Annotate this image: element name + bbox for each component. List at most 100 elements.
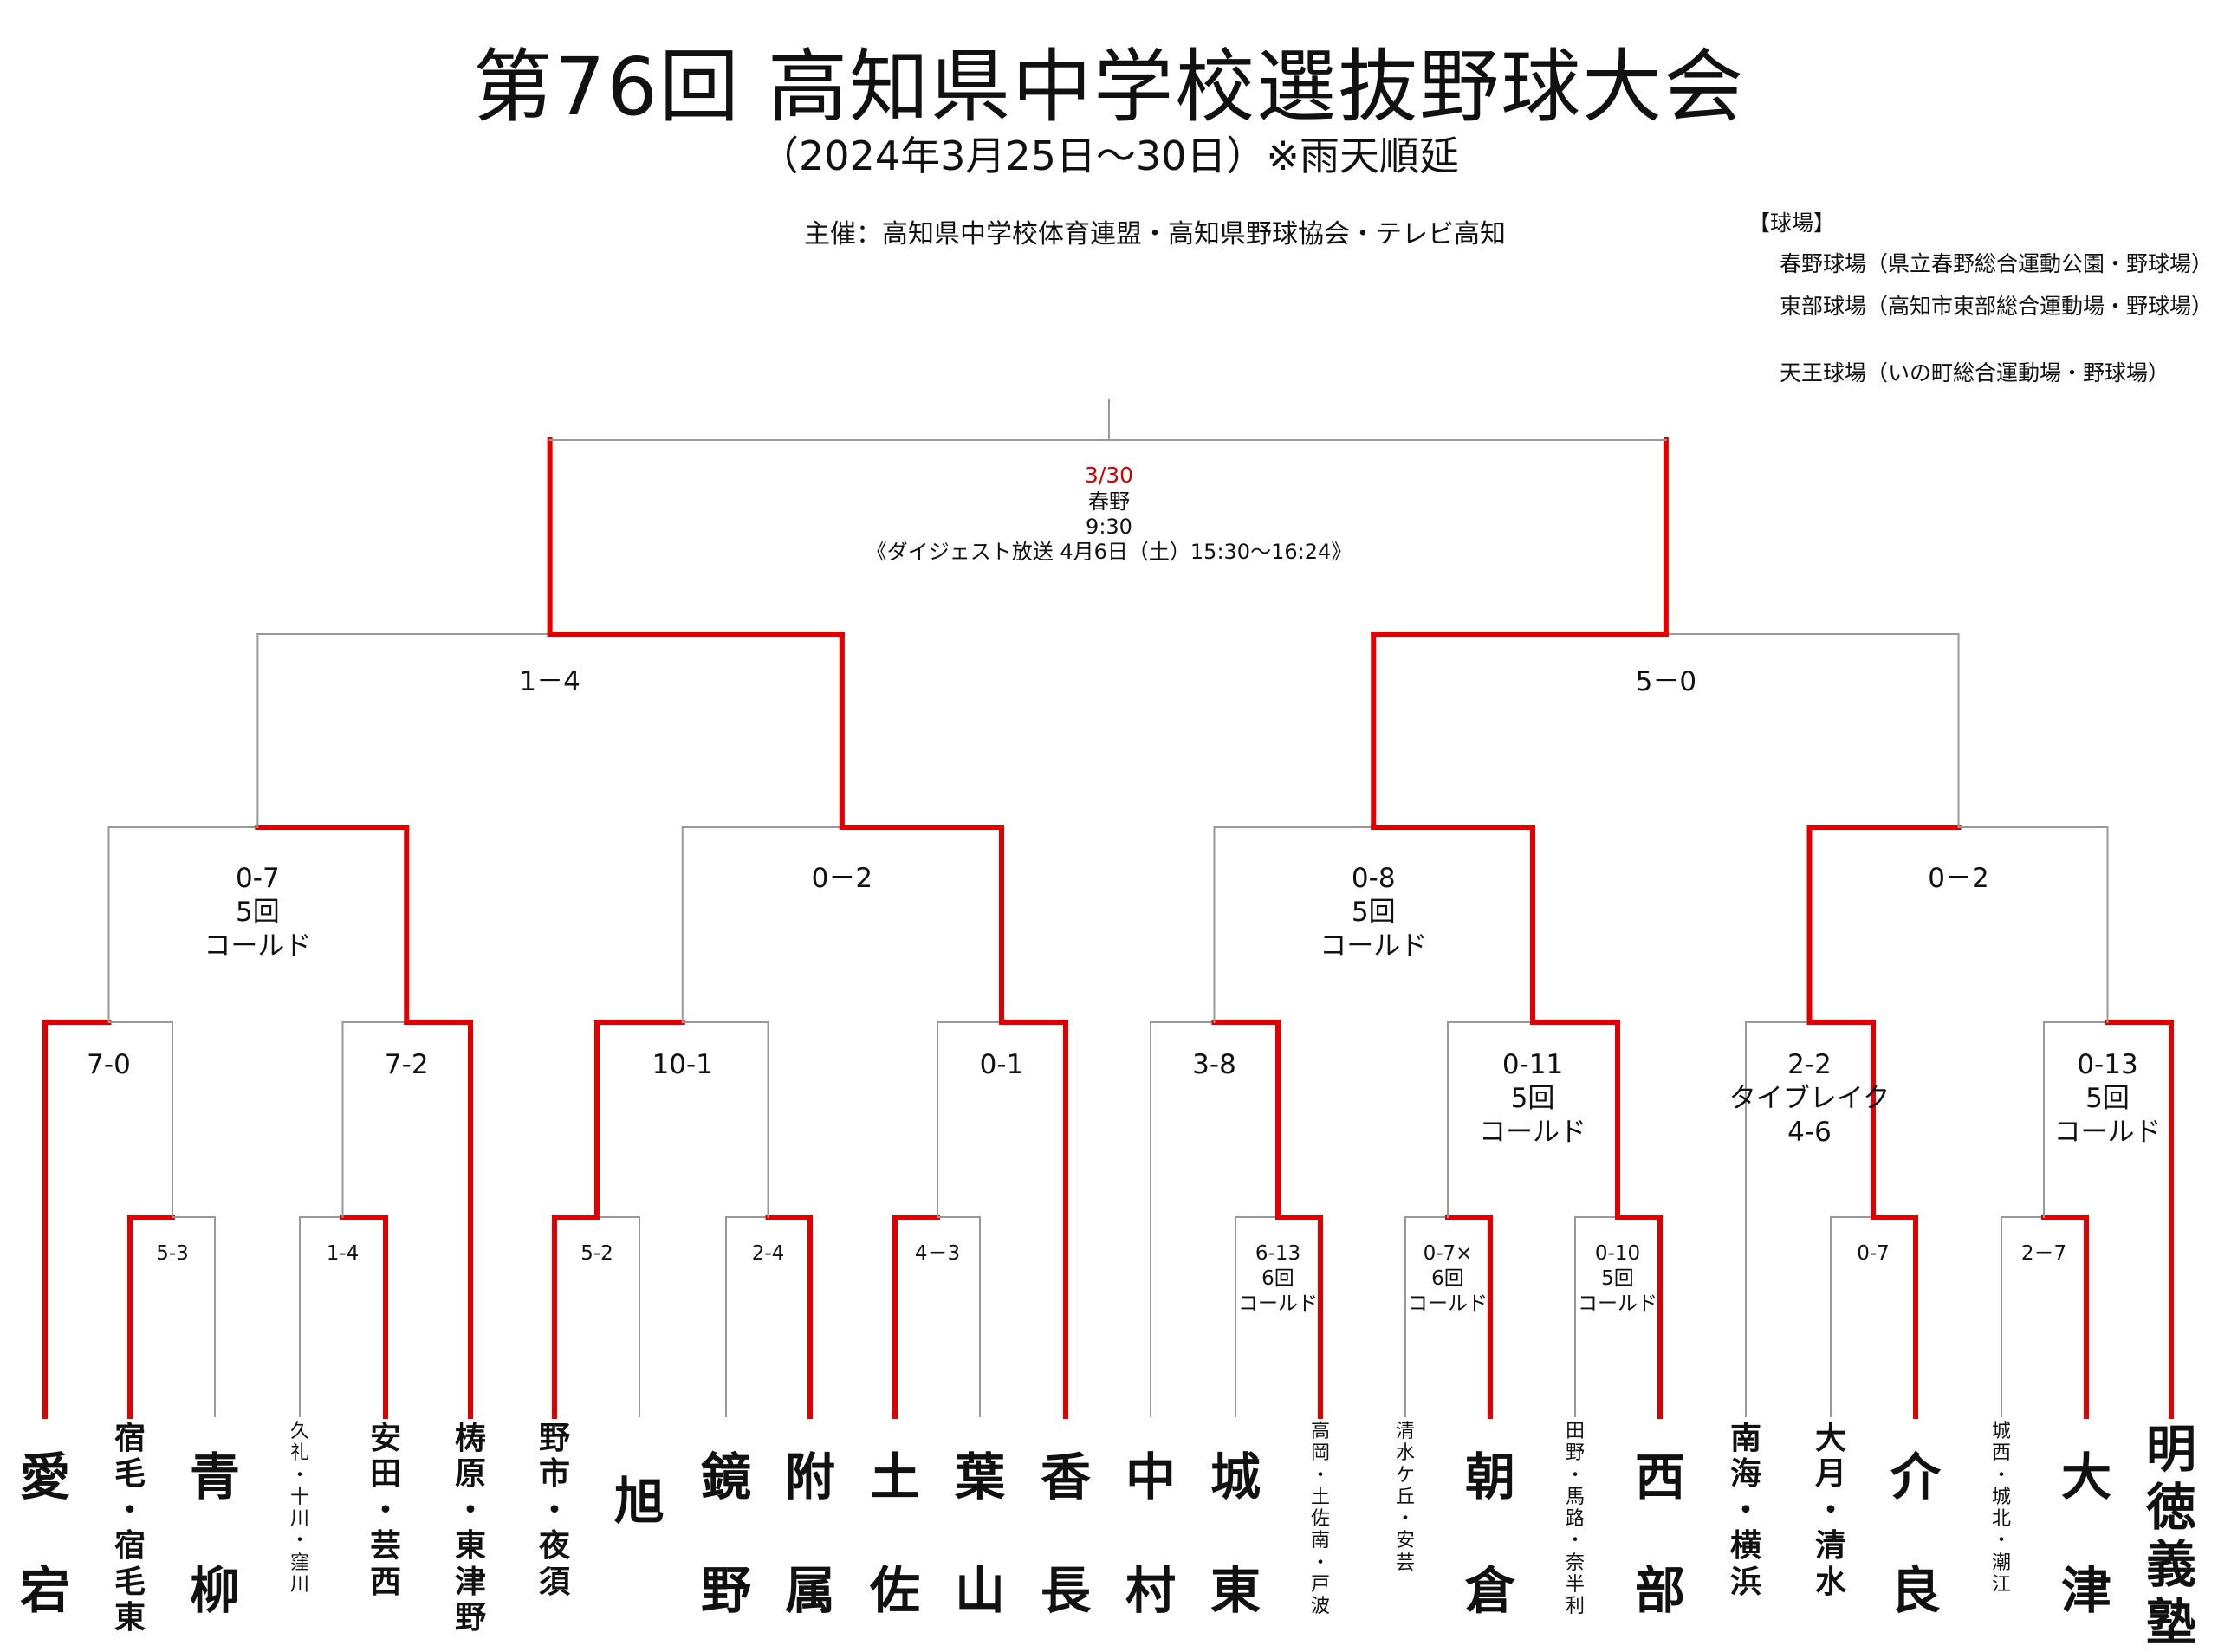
team-name: 安田・芸西 xyxy=(369,1421,402,1600)
r1-score-7-line: コールド xyxy=(1578,1292,1657,1315)
r1-score-5-line: 6回 xyxy=(1261,1267,1294,1290)
r2-score-7-line: 0-13 xyxy=(2077,1049,2138,1080)
r1-score-4-line: 4－3 xyxy=(914,1242,961,1265)
team-name: 愛宕 xyxy=(19,1448,71,1620)
team-name: 附属 xyxy=(784,1448,836,1620)
r1-score-7-line: 0-10 xyxy=(1594,1242,1641,1265)
team-name: 宿毛・宿毛東 xyxy=(113,1421,146,1636)
final-match-info: 3/30 春野 9:30 《ダイジェスト放送 4月6日（土）15:30～16:2… xyxy=(866,463,1352,565)
qf-score-1-line: 0－2 xyxy=(811,863,873,894)
team-name: 葉山 xyxy=(954,1448,1006,1620)
r1-score-6-line: コールド xyxy=(1408,1292,1488,1315)
r2-score-2-line: 10-1 xyxy=(652,1049,713,1080)
team-name: 城西・城北・潮江 xyxy=(1991,1421,2012,1597)
page-title: 第76回 高知県中学校選抜野球大会 xyxy=(472,41,1746,133)
qf-score-3: 0－2 xyxy=(1928,862,1988,896)
qf-score-1: 0－2 xyxy=(812,862,872,896)
team-name: 西部 xyxy=(1634,1448,1686,1620)
team-name: 土佐 xyxy=(869,1448,921,1620)
r1-score-5-line: コールド xyxy=(1238,1292,1318,1315)
sf-score-1-line: 5－0 xyxy=(1635,666,1697,697)
r1-score-7-line: 5回 xyxy=(1601,1267,1634,1290)
final-date: 3/30 xyxy=(1084,463,1134,488)
qf-score-0-line: 0-7 xyxy=(236,863,280,894)
r2-score-3-line: 0-1 xyxy=(979,1049,1024,1080)
r1-score-6-line: 6回 xyxy=(1431,1267,1464,1290)
r1-score-5-line: 6-13 xyxy=(1255,1242,1301,1265)
r2-score-0-line: 7-0 xyxy=(87,1049,131,1080)
r1-score-6: 0-7×6回コールド xyxy=(1408,1241,1488,1316)
venue-list: 【球場】 春野球場（県立春野総合運動公園・野球場） 東部球場（高知市東部総合運動… xyxy=(1748,212,2213,405)
team-name: 朝倉 xyxy=(1464,1448,1516,1620)
r2-score-6-line: 2-2 xyxy=(1787,1049,1832,1080)
team-name: 大津 xyxy=(2060,1448,2112,1620)
qf-score-2-line: コールド xyxy=(1320,930,1428,962)
page-subtitle: （2024年3月25日～30日）※雨天順延 xyxy=(759,133,1459,179)
team-name: 野市・夜須 xyxy=(538,1421,571,1600)
team-name: 田野・馬路・奈半利 xyxy=(1565,1421,1586,1618)
r1-score-2: 5-2 xyxy=(580,1241,613,1267)
r1-score-1-line: 1-4 xyxy=(326,1242,360,1265)
r1-score-9-line: 2－7 xyxy=(2020,1242,2067,1265)
r1-score-4: 4－3 xyxy=(915,1241,960,1267)
r2-score-6-line: タイブレイク xyxy=(1728,1082,1890,1114)
r1-score-6-line: 0-7× xyxy=(1423,1242,1473,1265)
team-name: 久礼・十川・窪川 xyxy=(289,1421,310,1597)
qf-score-0-line: コールド xyxy=(204,930,312,962)
r2-score-1-line: 7-2 xyxy=(384,1049,429,1080)
sf-score-0: 1－4 xyxy=(519,665,580,699)
qf-score-2-line: 0-8 xyxy=(1351,863,1396,894)
r2-score-5-line: コールド xyxy=(1479,1116,1586,1148)
venue-item-tobu: 東部球場（高知市東部総合運動場・野球場） xyxy=(1780,294,2214,319)
team-name: 鏡野 xyxy=(700,1448,752,1620)
r2-score-6-line: 4-6 xyxy=(1787,1116,1832,1148)
r2-score-5-line: 5回 xyxy=(1510,1082,1555,1114)
qf-score-0-line: 5回 xyxy=(236,896,280,928)
team-name: 青柳 xyxy=(189,1448,241,1620)
qf-score-3-line: 0－2 xyxy=(1928,863,1989,894)
team-name: 明徳義塾 xyxy=(2145,1420,2197,1652)
venue-item-tenno: 天王球場（いの町総合運動場・野球場） xyxy=(1780,360,2170,385)
r2-score-0: 7-0 xyxy=(87,1048,131,1082)
r2-score-5-line: 0-11 xyxy=(1501,1049,1564,1080)
team-name: 介良 xyxy=(1890,1448,1942,1620)
sf-score-1: 5－0 xyxy=(1636,665,1696,699)
r1-score-0-line: 5-3 xyxy=(156,1242,189,1265)
r1-score-3-line: 2-4 xyxy=(751,1242,785,1265)
team-name: 大月・清水 xyxy=(1814,1421,1847,1600)
r2-score-7-line: 5回 xyxy=(2085,1082,2130,1114)
r2-score-4: 3-8 xyxy=(1192,1048,1236,1082)
r1-score-3: 2-4 xyxy=(752,1241,785,1267)
team-name: 城東 xyxy=(1210,1448,1261,1620)
team-name: 清水ケ丘・安芸 xyxy=(1395,1421,1416,1574)
r1-score-2-line: 5-2 xyxy=(580,1242,613,1265)
r1-score-0: 5-3 xyxy=(156,1241,189,1267)
sf-score-0-line: 1－4 xyxy=(519,666,580,697)
venue-item-haruno: 春野球場（県立春野総合運動公園・野球場） xyxy=(1780,251,2214,276)
r1-score-1: 1-4 xyxy=(327,1241,360,1267)
final-venue: 春野 xyxy=(1088,489,1130,514)
r2-score-3: 0-1 xyxy=(980,1048,1024,1082)
team-name: 高岡・土佐南・戸波 xyxy=(1310,1421,1331,1618)
r1-score-8-line: 0-7 xyxy=(1857,1242,1890,1265)
venue-heading: 【球場】 xyxy=(1748,211,1836,236)
team-name: 南海・横浜 xyxy=(1729,1421,1762,1600)
team-name: 梼原・東津野 xyxy=(454,1421,487,1636)
organizer-text: 主催：高知県中学校体育連盟・高知県野球協会・テレビ高知 xyxy=(804,219,1506,249)
final-broadcast: 《ダイジェスト放送 4月6日（土）15:30～16:24》 xyxy=(866,540,1352,565)
r2-score-4-line: 3-8 xyxy=(1192,1049,1236,1080)
r2-score-1: 7-2 xyxy=(385,1048,429,1082)
final-time: 9:30 xyxy=(1086,514,1132,539)
r2-score-2: 10-1 xyxy=(652,1048,713,1082)
r2-score-7-line: コールド xyxy=(2053,1116,2162,1148)
qf-score-2-line: 5回 xyxy=(1351,896,1396,928)
r1-score-9: 2－7 xyxy=(2021,1241,2066,1267)
